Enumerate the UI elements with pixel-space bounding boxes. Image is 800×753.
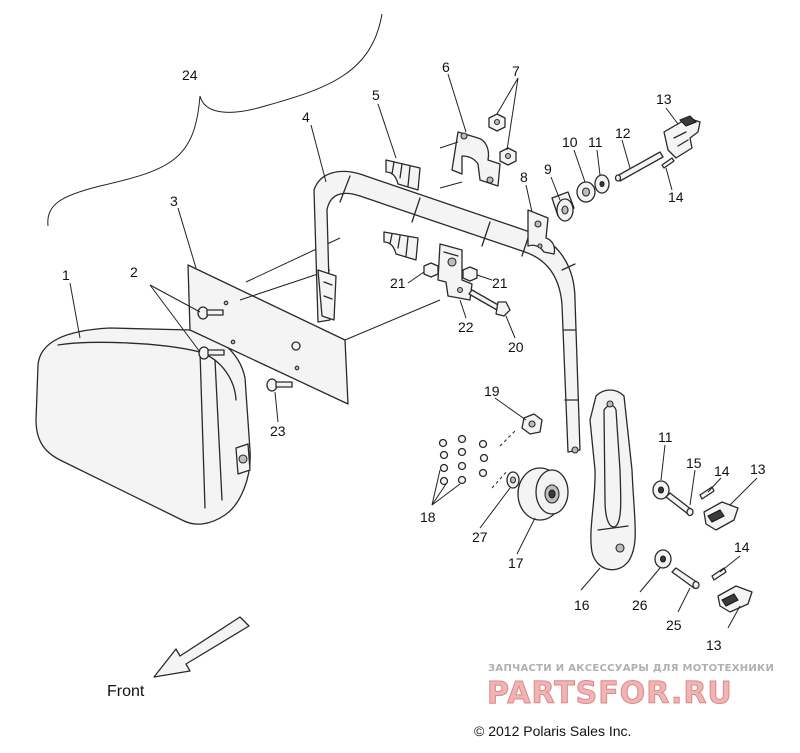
roller-part-17 [517, 467, 569, 521]
nut-part-7-lower [499, 147, 517, 166]
washer-part-11-lower [652, 480, 670, 500]
nut-part-21-right [462, 266, 478, 282]
clip-part-14-middle [699, 486, 715, 500]
plate-screw-part-2-upper [197, 306, 224, 320]
callout-8: 8 [520, 169, 528, 185]
screw-set-part-18 [438, 429, 517, 489]
callout-2: 2 [130, 264, 138, 280]
assembly-brace-24 [47, 13, 383, 227]
callout-12: 12 [615, 125, 631, 141]
callout-18: 18 [420, 509, 436, 525]
callout-16: 16 [574, 597, 590, 613]
callout-13-upper: 13 [656, 91, 672, 107]
callout-11-upper: 11 [588, 134, 603, 150]
nut-part-21-left [423, 262, 439, 278]
callout-11-lower: 11 [658, 429, 673, 445]
spacer-part-9 [551, 191, 575, 222]
callout-13-middle: 13 [750, 461, 766, 477]
watermark: ЗАПЧАСТИ И АКСЕССУАРЫ ДЛЯ МОТОТЕХНИКИ PA… [487, 663, 774, 712]
callout-20: 20 [508, 339, 524, 355]
backrest-cushion-part-1 [35, 327, 251, 525]
clamp-bracket-part-22 [437, 243, 473, 301]
callout-14-lower: 14 [734, 539, 750, 555]
callout-9: 9 [544, 161, 552, 177]
callout-27: 27 [472, 529, 488, 545]
pin-part-12 [614, 151, 664, 182]
callout-19: 19 [484, 383, 500, 399]
callout-23: 23 [270, 423, 286, 439]
callout-14-middle: 14 [714, 463, 730, 479]
latch-part-13-lower [717, 585, 753, 613]
callout-5: 5 [372, 87, 380, 103]
callout-6: 6 [442, 59, 450, 75]
front-direction-arrow-icon [153, 616, 250, 678]
pin-part-25 [671, 567, 700, 590]
bolt-part-20 [468, 289, 511, 317]
latch-part-13-upper [663, 115, 701, 159]
saddle-bracket-part-6 [439, 131, 501, 189]
front-label: Front [107, 683, 145, 700]
backrest-tube-part-4 [313, 170, 581, 454]
callout-26: 26 [632, 597, 648, 613]
backing-plate-part-3 [187, 237, 441, 405]
callout-13-lower: 13 [706, 637, 722, 653]
callout-22: 22 [458, 319, 474, 335]
callout-15: 15 [686, 455, 702, 471]
plate-screw-part-23 [266, 378, 293, 392]
washer-part-26 [654, 549, 672, 569]
arm-part-16 [589, 389, 636, 571]
callout-14-upper: 14 [668, 189, 684, 205]
clamp-part-5-upper [385, 159, 421, 191]
nut-part-19 [521, 413, 543, 435]
leader-lines [69, 73, 758, 629]
watermark-tagline: ЗАПЧАСТИ И АКСЕССУАРЫ ДЛЯ МОТОТЕХНИКИ [488, 663, 774, 674]
spacer-part-27 [506, 471, 520, 489]
callout-labels: 24 1 2 3 4 5 6 7 8 9 10 11 12 13 14 21 2… [62, 59, 766, 653]
callout-3: 3 [170, 193, 178, 209]
pin-part-15 [665, 492, 694, 517]
nut-part-7-upper [488, 113, 506, 132]
bushing-part-10 [576, 181, 596, 203]
clip-part-14-lower [711, 567, 727, 581]
watermark-brand: PARTSFOR.RU [487, 676, 733, 711]
callout-25: 25 [666, 617, 682, 633]
callout-10: 10 [562, 134, 578, 150]
callout-1: 1 [62, 267, 70, 283]
callout-4: 4 [302, 109, 310, 125]
plate-screw-part-2-lower [198, 346, 225, 360]
callout-21-left: 21 [390, 275, 406, 291]
washer-part-11-upper [594, 174, 610, 194]
copyright-notice: © 2012 Polaris Sales Inc. [474, 723, 631, 739]
clamp-part-5-lower [383, 231, 419, 261]
callout-24: 24 [182, 67, 198, 83]
callout-17: 17 [508, 555, 524, 571]
callout-7: 7 [512, 63, 520, 79]
clip-part-14-upper [661, 157, 675, 169]
bracket-part-8 [527, 209, 556, 255]
latch-part-13-middle [703, 501, 739, 531]
callout-21-right: 21 [492, 275, 508, 291]
